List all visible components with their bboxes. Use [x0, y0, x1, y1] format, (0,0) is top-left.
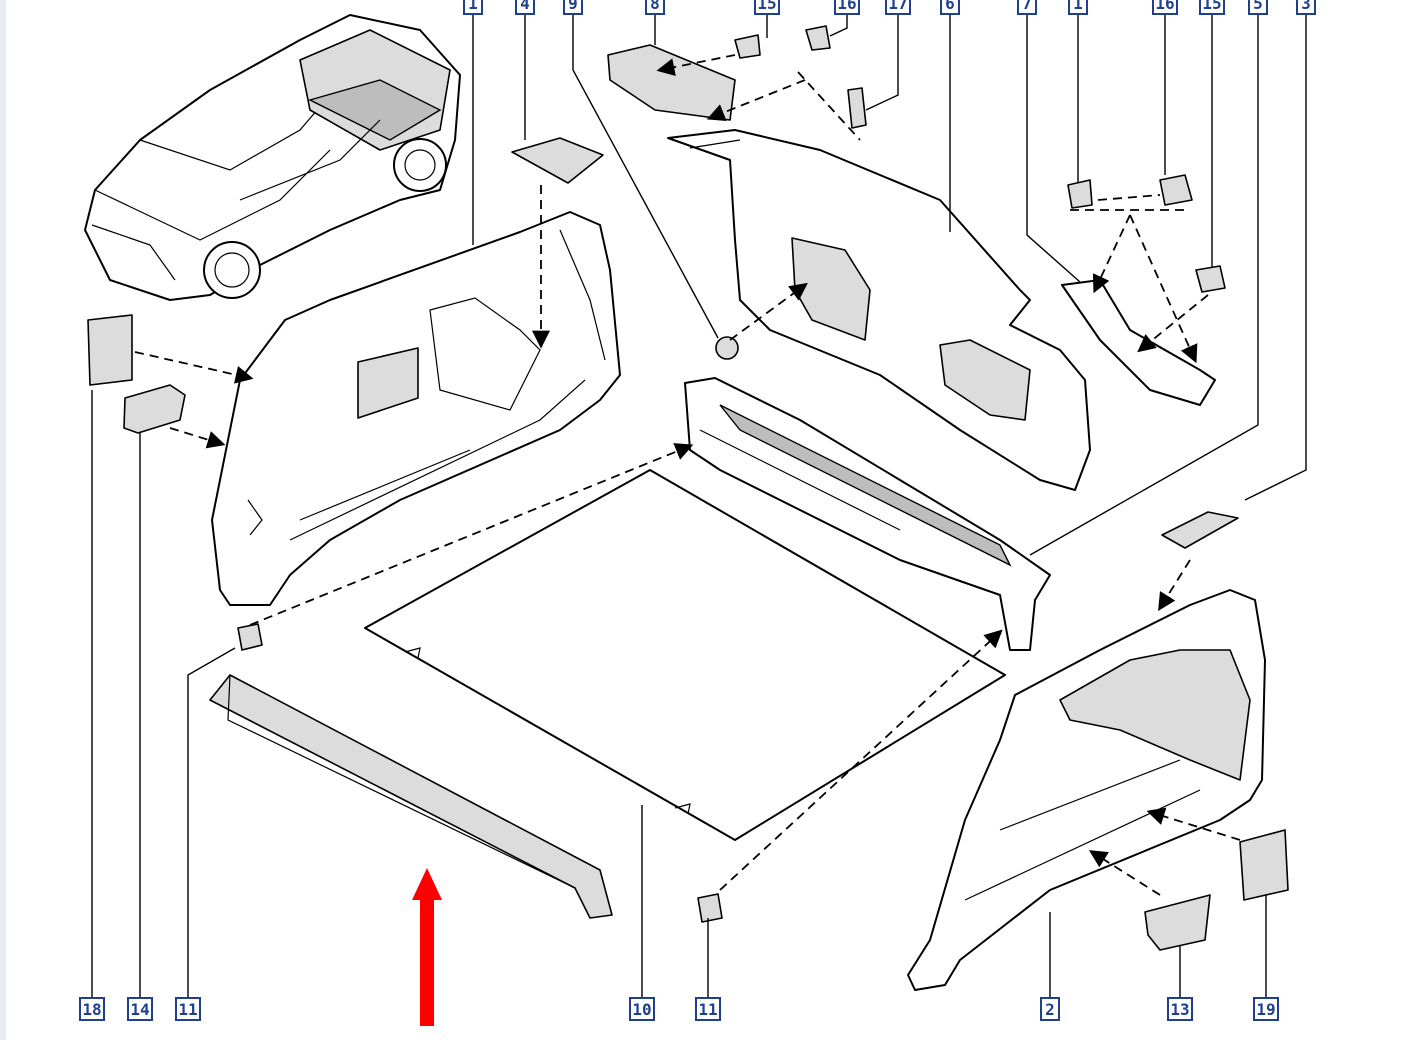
callout-top-label-9: 1: [1073, 0, 1083, 13]
right-hook: [1144, 894, 1211, 951]
callout-top-label-10: 16: [1155, 0, 1174, 13]
clip-11-bottom: [697, 893, 723, 923]
leader-lines: [91, 10, 1307, 998]
left-side-trim-panel: [211, 211, 621, 606]
callout-bottom-label-7: 19: [1256, 1000, 1275, 1019]
grommet-9: [715, 336, 739, 360]
callout-top-label-3: 8: [650, 0, 660, 13]
highlight-arrow: [412, 868, 442, 1026]
callout-bottom-label-3: 10: [632, 1000, 651, 1019]
callout-top-label-11: 15: [1202, 0, 1221, 13]
callout-top-label-8: 7: [1022, 0, 1032, 13]
clip-11-left: [237, 623, 263, 651]
callout-top-label-6: 17: [888, 0, 907, 13]
callouts-bottom: 18 14 11 10 11 2 13 19: [79, 997, 1279, 1021]
clip-15-right: [1195, 265, 1226, 293]
right-side-trim-panel: [907, 589, 1266, 991]
upper-trim-clip: [607, 44, 736, 121]
car-thumbnail: [84, 14, 461, 301]
callout-top-label-2: 9: [568, 0, 578, 13]
left-hook: [123, 384, 186, 434]
callout-bottom-label-2: 11: [178, 1000, 197, 1019]
callout-bottom-box-0: [79, 997, 105, 1021]
callout-top-box-6: [885, 0, 911, 15]
callout-bottom-box-2: [175, 997, 201, 1021]
clip-16-right: [1159, 174, 1193, 206]
callout-top-box-0: [463, 0, 483, 15]
callout-bottom-box-4: [695, 997, 721, 1021]
callout-bottom-label-4: 11: [698, 1000, 717, 1019]
fastener-16-top: [805, 25, 831, 51]
callout-top-box-13: [1296, 0, 1316, 15]
callout-top-box-5: [834, 0, 860, 15]
callout-top-box-3: [645, 0, 665, 15]
bolt-17: [847, 87, 867, 129]
callout-top-label-4: 15: [757, 0, 776, 13]
callout-top-box-2: [563, 0, 583, 15]
screw-right: [1067, 179, 1093, 209]
callout-top-box-10: [1152, 0, 1178, 15]
callout-bottom-label-5: 2: [1045, 1000, 1055, 1019]
callout-top-label-5: 16: [837, 0, 856, 13]
callouts-top: 1 4 9 8 15 16 17 6 7 1 16 15 5 3: [463, 0, 1316, 15]
callout-top-box-12: [1248, 0, 1268, 15]
triangle-pad-right: [1161, 511, 1239, 549]
callout-top-box-4: [754, 0, 780, 15]
callout-bottom-box-5: [1040, 997, 1060, 1021]
fastener-15-top: [734, 34, 761, 59]
callout-bottom-box-3: [629, 997, 655, 1021]
callout-top-box-8: [1017, 0, 1037, 15]
callout-top-label-12: 5: [1253, 0, 1263, 13]
callout-top-box-11: [1199, 0, 1225, 15]
boot-floor-mat: [364, 469, 1006, 841]
right-pad: [1239, 829, 1289, 901]
left-pad: [87, 314, 133, 386]
callout-top-box-1: [515, 0, 535, 15]
callout-top-box-9: [1068, 0, 1088, 15]
callout-top-box-7: [940, 0, 960, 15]
callout-bottom-label-0: 18: [82, 1000, 101, 1019]
callout-bottom-box-1: [127, 997, 153, 1021]
triangle-pad-left: [511, 137, 604, 184]
callout-bottom-label-1: 14: [130, 1000, 149, 1019]
callout-bottom-label-6: 13: [1170, 1000, 1189, 1019]
callout-top-label-0: 1: [468, 0, 478, 13]
rear-sill-trim: [684, 377, 1051, 651]
callout-top-label-1: 4: [520, 0, 530, 13]
callout-bottom-box-7: [1253, 997, 1279, 1021]
callout-bottom-box-6: [1167, 997, 1193, 1021]
assembly-arrows: [134, 54, 1241, 896]
callout-top-label-13: 3: [1301, 0, 1311, 13]
callout-top-label-7: 6: [945, 0, 955, 13]
left-border-strip: [0, 0, 6, 1040]
